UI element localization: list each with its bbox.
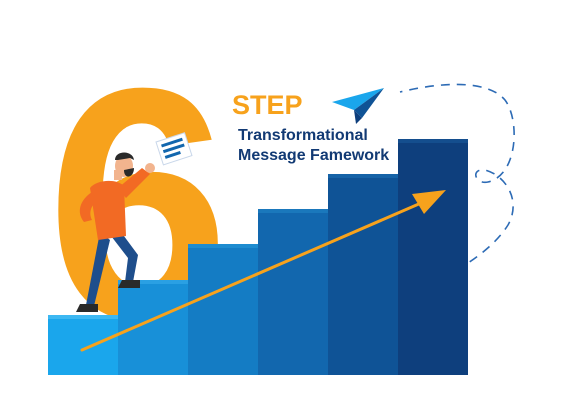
bar-6 (398, 139, 468, 375)
bar-5 (328, 174, 398, 375)
dashed-trajectory (179, 83, 515, 346)
bar-3 (188, 244, 258, 375)
step-label: STEP (232, 90, 303, 120)
document-icon (155, 132, 193, 166)
bar-chart-steps (48, 139, 468, 375)
growth-arrow (80, 190, 446, 352)
bar-2 (118, 280, 188, 375)
person-climbing (76, 152, 155, 312)
paper-plane-icon (332, 88, 384, 124)
subtitle-line-2: Message Famework (238, 147, 389, 164)
subtitle-line-1: Transformational (238, 127, 368, 144)
bar-4 (258, 209, 328, 375)
bar-1 (48, 315, 118, 375)
